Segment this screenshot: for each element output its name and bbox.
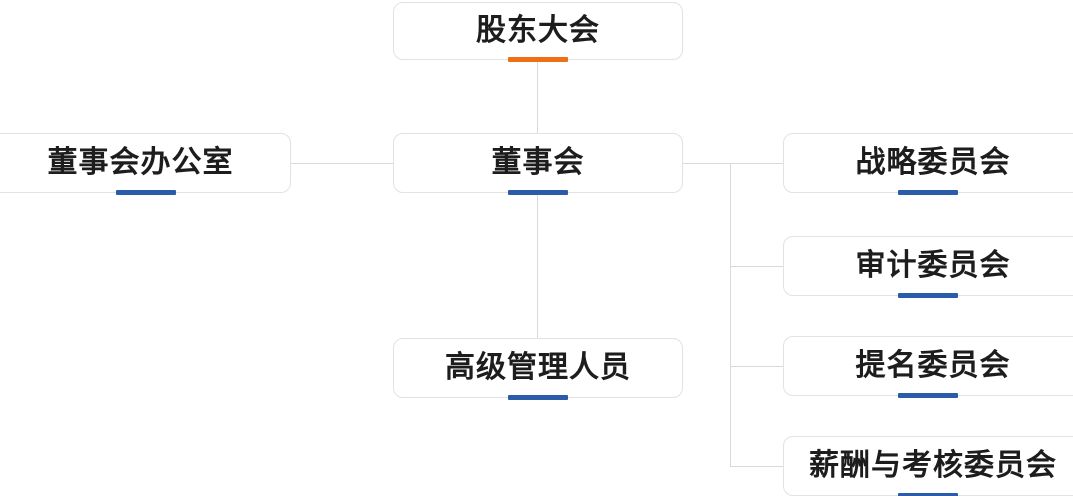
node-nomination-committee[interactable]: 提名委员会 — [783, 336, 1073, 398]
node-board-of-directors[interactable]: 董事会 — [393, 133, 683, 195]
connector-office-to-board — [291, 163, 393, 164]
node-label-compensation-appraisal-committee: 薪酬与考核委员会 — [809, 449, 1057, 482]
accent-underline-shareholders-meeting — [508, 57, 568, 62]
accent-underline-board-of-directors — [508, 190, 568, 195]
accent-underline-compensation-appraisal-committee — [898, 493, 958, 496]
connector-shareholders-to-board — [537, 60, 538, 133]
node-label-board-office: 董事会办公室 — [47, 146, 234, 179]
connector-trunk-to-nomination — [730, 366, 783, 367]
node-shareholders-meeting[interactable]: 股东大会 — [393, 2, 683, 62]
connector-committee-trunk — [730, 163, 731, 466]
node-label-shareholders-meeting: 股东大会 — [476, 14, 600, 47]
node-label-nomination-committee: 提名委员会 — [855, 349, 1011, 382]
node-label-senior-management: 高级管理人员 — [445, 351, 631, 384]
node-board-office[interactable]: 董事会办公室 — [0, 133, 291, 195]
connector-trunk-to-compensation — [730, 466, 783, 467]
node-label-strategy-committee: 战略委员会 — [855, 146, 1011, 179]
node-label-board-of-directors: 董事会 — [491, 146, 585, 179]
accent-underline-nomination-committee — [898, 393, 958, 398]
accent-underline-strategy-committee — [898, 190, 958, 195]
node-audit-committee[interactable]: 审计委员会 — [783, 236, 1073, 298]
accent-underline-senior-management — [508, 395, 568, 400]
node-label-audit-committee: 审计委员会 — [855, 249, 1011, 282]
node-senior-management[interactable]: 高级管理人员 — [393, 338, 683, 400]
connector-trunk-to-audit — [730, 266, 783, 267]
connector-board-to-senior-management — [537, 193, 538, 338]
accent-underline-board-office — [115, 190, 176, 195]
connector-board-to-trunk — [683, 163, 783, 164]
node-strategy-committee[interactable]: 战略委员会 — [783, 133, 1073, 195]
node-compensation-appraisal-committee[interactable]: 薪酬与考核委员会 — [783, 436, 1073, 496]
accent-underline-audit-committee — [898, 293, 958, 298]
